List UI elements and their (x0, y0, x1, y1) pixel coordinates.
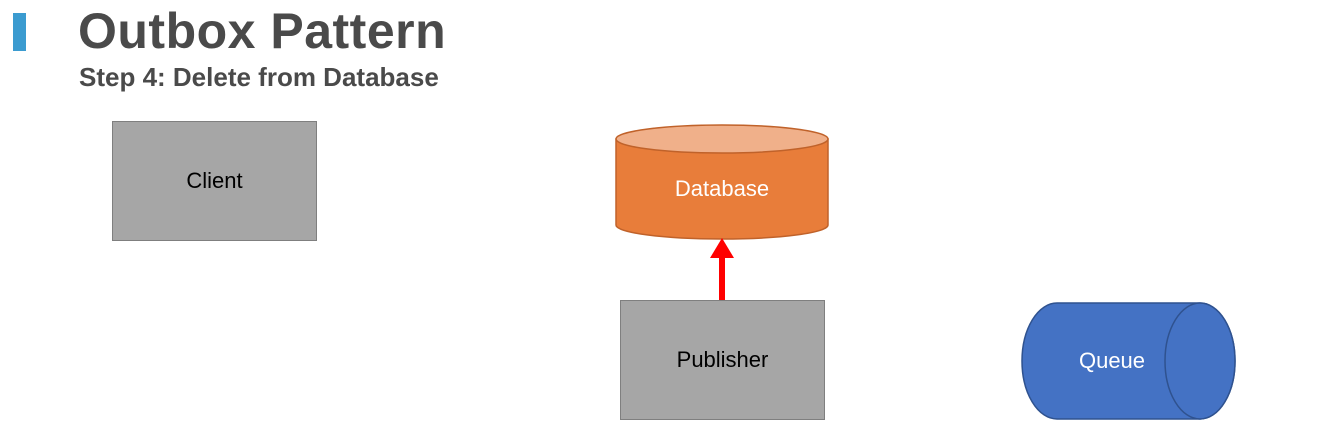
database-body (615, 138, 829, 240)
page-title: Outbox Pattern (78, 3, 447, 59)
database-label: Database (675, 176, 769, 201)
publisher-to-database-arrow (710, 238, 734, 300)
arrow-head (710, 238, 734, 258)
publisher-label: Publisher (676, 347, 769, 372)
queue-label: Queue (1079, 348, 1145, 373)
queue-node: Queue (1021, 302, 1236, 420)
client-node: Client (112, 121, 317, 241)
page-subtitle: Step 4: Delete from Database (79, 62, 439, 92)
database-node: Database (615, 124, 829, 240)
title-accent-bar (13, 13, 26, 51)
queue-end-cap (1164, 302, 1236, 420)
client-label: Client (186, 168, 243, 193)
publisher-node: Publisher (620, 300, 825, 420)
database-top (615, 124, 829, 154)
